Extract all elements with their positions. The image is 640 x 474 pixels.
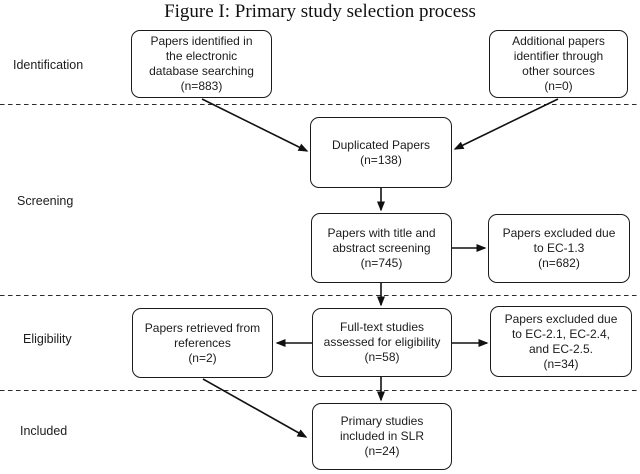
box-line: Papers excluded due [502,226,616,240]
box-line: the electronic [165,49,238,63]
box-line: Duplicated Papers [331,137,431,152]
box-line: Papers excluded due [504,311,618,326]
box-line: Full-text studies [339,320,425,334]
box-count: (n=883) [180,79,223,93]
box-line: abstract screening [332,240,431,255]
box-count: (n=24) [364,444,400,458]
stage-label-identification: Identification [13,58,84,72]
box-line: Additional papers [512,34,605,48]
box-fulltext-eligibility: Full-text studies assessed for eligibili… [312,308,452,377]
box-line: other sources [522,64,595,78]
box-line: database searching [149,64,254,78]
box-line: Papers retrieved from [144,320,261,335]
box-excluded-ec13: Papers excluded due to EC-1.3 (n=682) [488,214,630,283]
box-count: (n=682) [538,256,580,270]
box-line: to EC-1.3 [533,241,585,255]
box-papers-identified: Papers identified in the electronic data… [131,30,272,98]
box-line: identifier through [513,49,604,63]
stage-label-eligibility: Eligibility [23,332,72,346]
box-line: Papers with title and [327,225,436,240]
stage-label-screening: Screening [17,194,74,208]
box-additional-papers: Additional papers identifier through oth… [489,30,628,98]
stage-label-included: Included [20,424,68,438]
box-line: assessed for eligibility [323,335,441,349]
box-count: (n=745) [360,255,403,270]
box-papers-retrieved-references: Papers retrieved from references (n=2) [132,308,273,378]
box-line: Primary studies [340,414,424,428]
box-primary-studies-slr: Primary studies included in SLR (n=24) [312,403,452,470]
arrow-retrieved-to-primary [202,378,308,438]
figure-caption: Figure I: Primary study selection proces… [164,1,476,22]
box-count: (n=0) [544,79,573,93]
box-line: references [174,335,231,350]
box-excluded-ec2: Papers excluded due to EC-2.1, EC-2.4, a… [490,306,632,377]
box-count: (n=138) [360,152,402,167]
box-title-abstract-screening: Papers with title and abstract screening… [311,213,452,283]
box-line: and EC-2.5. [528,341,594,356]
arrow-identified-to-duplicated [201,98,309,152]
box-line: Papers identified in [150,34,253,48]
arrow-additional-to-duplicated [453,98,559,150]
box-line: included in SLR [339,429,425,443]
box-count: (n=34) [543,356,579,371]
box-line: to EC-2.1, EC-2.4, [511,326,611,341]
box-duplicated-papers: Duplicated Papers (n=138) [310,117,452,188]
box-count: (n=2) [188,350,217,365]
box-count: (n=58) [364,350,400,364]
